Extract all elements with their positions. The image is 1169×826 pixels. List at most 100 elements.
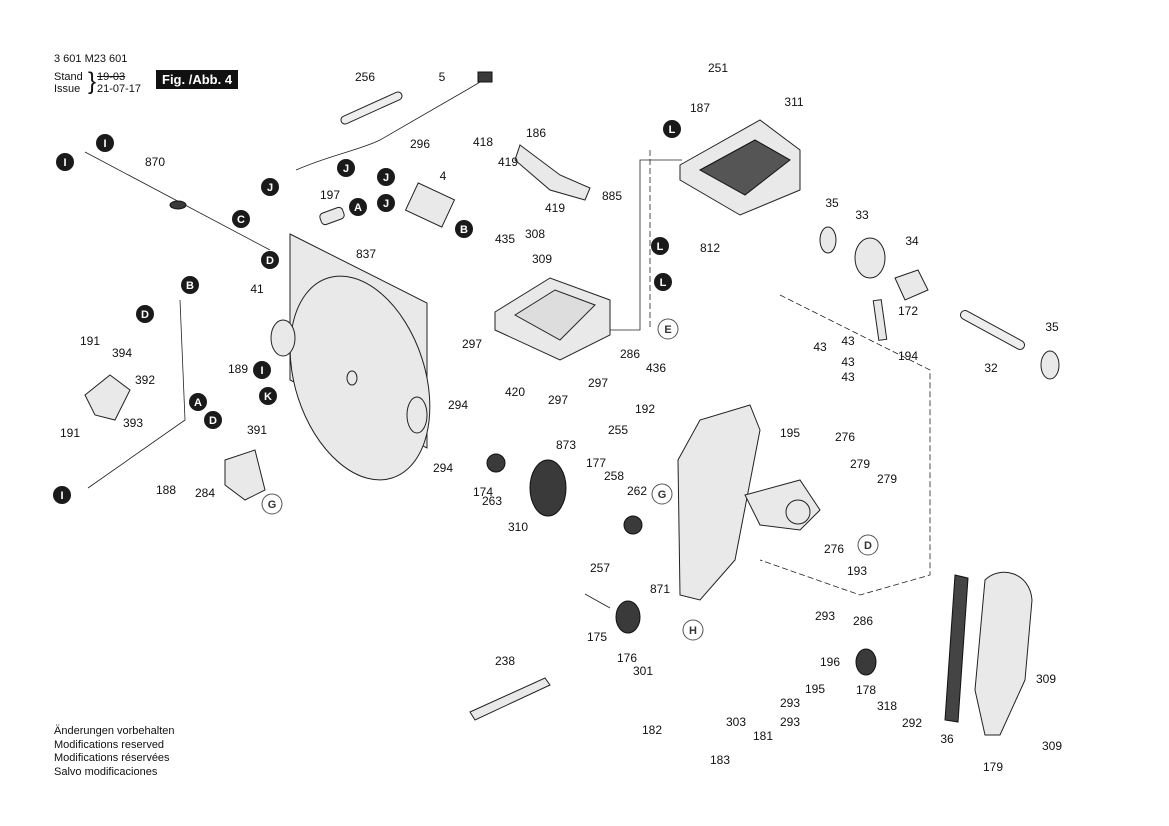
callout-letter: L [669, 124, 676, 136]
part-label: 43 [841, 370, 855, 384]
callout-letter: A [194, 397, 202, 409]
gearbox-housing [677, 404, 761, 601]
issue-date: 21-07-17 [97, 83, 142, 95]
base-frame-inner [514, 289, 596, 341]
part-label: 256 [355, 70, 375, 84]
part-label: 297 [588, 376, 608, 390]
part-label: 43 [841, 355, 855, 369]
reference-line [759, 294, 931, 596]
part-label: 178 [856, 683, 876, 697]
spring-part [854, 237, 886, 279]
part-label: 33 [855, 208, 869, 222]
callout-black: D [261, 251, 279, 269]
callout-circle [657, 318, 679, 340]
bracket-394 [84, 374, 131, 421]
part-label: 871 [650, 582, 670, 596]
motor-flange [744, 479, 821, 531]
washer-part [1040, 350, 1060, 380]
callout-black: J [261, 178, 279, 196]
callout-circle [261, 493, 283, 515]
callout-letter: I [60, 490, 63, 502]
part-drawings [84, 71, 1060, 736]
callout-black: A [349, 198, 367, 216]
figure-label: Fig. /Abb. 4 [156, 70, 239, 89]
callout-white: E [657, 318, 679, 340]
cover-part [529, 459, 567, 517]
callout-black: I [253, 361, 271, 379]
stand-label: Stand [54, 71, 83, 83]
handle-grip [698, 139, 791, 196]
wire-part [87, 299, 186, 489]
callout-black: A [189, 393, 207, 411]
flange-part [270, 319, 296, 357]
callout-white: H [682, 619, 704, 641]
part-label: 311 [784, 95, 803, 109]
callout-circle [261, 251, 279, 269]
belt-cover [974, 571, 1033, 736]
part-label: 191 [80, 334, 100, 348]
part-label: 191 [60, 426, 80, 440]
pin-172 [872, 299, 888, 341]
pin-part [319, 206, 345, 226]
issue-label: Issue [54, 83, 81, 95]
power-cord [295, 75, 491, 171]
drive-belt [944, 574, 969, 723]
part-label: 837 [356, 247, 376, 261]
callout-circle [53, 486, 71, 504]
shaft-part [584, 593, 611, 609]
part-label: 36 [940, 732, 954, 746]
part-label: 174 [473, 485, 493, 499]
callout-circle [253, 361, 271, 379]
part-label: 257 [590, 561, 610, 575]
callout-letter: A [354, 202, 362, 214]
bracket-391 [224, 449, 266, 501]
part-label: 262 [627, 484, 647, 498]
callout-black: B [455, 220, 473, 238]
part-label: 309 [532, 252, 552, 266]
callout-black: I [96, 134, 114, 152]
callout-letter: D [266, 255, 274, 267]
callout-circle [261, 178, 279, 196]
part-label: 279 [850, 457, 870, 471]
note-line: Salvo modificaciones [54, 765, 158, 778]
part-label: 276 [824, 542, 844, 556]
callout-letter: L [657, 241, 664, 253]
flange-part [406, 396, 428, 434]
callout-circle [857, 534, 879, 556]
part-label: 192 [635, 402, 655, 416]
callout-black: I [53, 486, 71, 504]
part-label: 303 [726, 715, 746, 729]
blade-hole [346, 370, 358, 386]
callout-letter: I [63, 157, 66, 169]
part-label: 255 [608, 423, 628, 437]
part-label: 279 [877, 472, 897, 486]
brace-symbol: } [88, 68, 97, 95]
callout-white: G [651, 483, 673, 505]
callout-letter: E [664, 324, 671, 336]
callout-letter: D [864, 540, 872, 552]
callout-black: I [56, 153, 74, 171]
callout-letter: D [141, 309, 149, 321]
part-label: 308 [525, 227, 545, 241]
part-label: 175 [587, 630, 607, 644]
part-label: 419 [545, 201, 565, 215]
callout-black: L [654, 273, 672, 291]
callout-circle [56, 153, 74, 171]
callout-letter: G [268, 499, 277, 511]
part-label: 873 [556, 438, 576, 452]
part-label: 284 [195, 486, 215, 500]
part-label: 276 [835, 430, 855, 444]
shaft-32-fill [961, 311, 1024, 349]
switch-part [404, 182, 456, 228]
part-label: 885 [602, 189, 622, 203]
part-label: 196 [820, 655, 840, 669]
gear-part [615, 600, 641, 634]
part-label: 420 [505, 385, 525, 399]
bearing-part [623, 515, 643, 535]
part-label: 187 [690, 101, 710, 115]
callout-black: J [337, 159, 355, 177]
motor-bearing [785, 499, 811, 525]
callout-letter: J [343, 163, 349, 175]
callout-circle [663, 120, 681, 138]
callout-circle [377, 168, 395, 186]
